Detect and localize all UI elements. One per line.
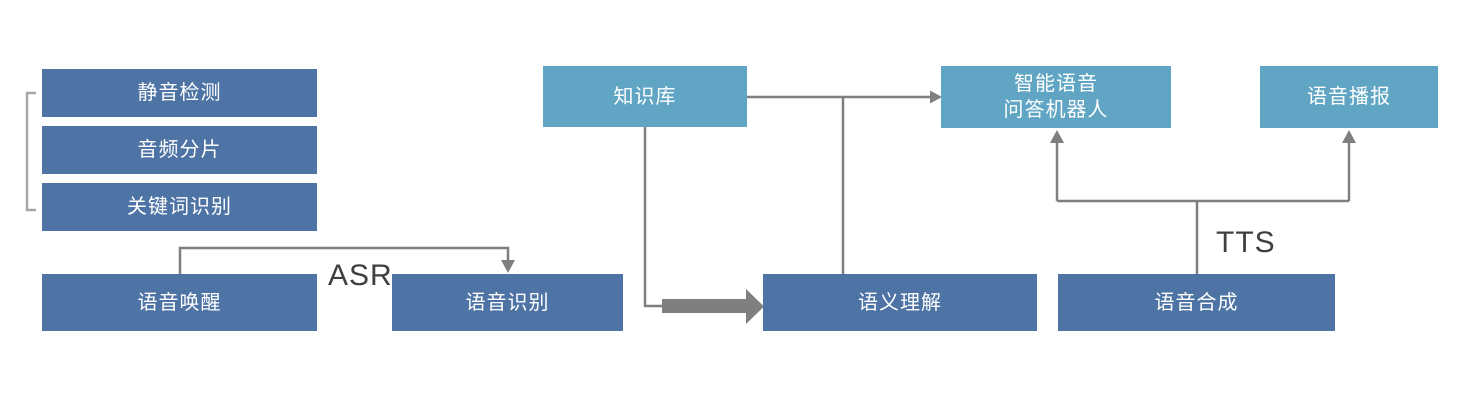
arrow-knowledgebase-to-semantic [643, 127, 764, 324]
arrow-synthesis-to-robot-and-broadcast [1050, 130, 1356, 274]
node-knowledge-base: 知识库 [543, 66, 747, 127]
node-speech-recognition: 语音识别 [392, 274, 623, 331]
node-qa-robot: 智能语音 问答机器人 [941, 66, 1171, 128]
node-audio-segmentation: 音频分片 [42, 126, 317, 174]
edge-label-tts: TTS [1216, 226, 1276, 259]
node-voice-wakeup: 语音唤醒 [42, 274, 317, 331]
node-speech-synthesis: 语音合成 [1058, 274, 1335, 331]
node-silence-detection: 静音检测 [42, 69, 317, 117]
thick-block-arrow [662, 289, 764, 324]
arrow-wakeup-to-recognition [178, 246, 515, 274]
group-bracket [25, 91, 36, 212]
edge-label-asr: ASR [328, 259, 393, 292]
arrow-knowledgebase-to-robot [747, 90, 942, 274]
node-semantic-understanding: 语义理解 [763, 274, 1037, 331]
node-voice-broadcast: 语音播报 [1260, 66, 1438, 128]
node-keyword-recognition: 关键词识别 [42, 183, 317, 231]
